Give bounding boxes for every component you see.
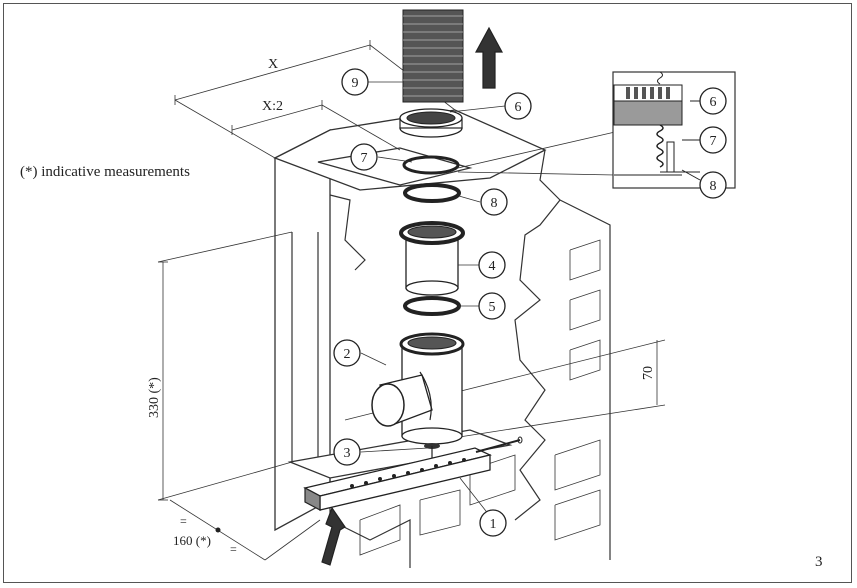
dimension-160-label: 160 (*) [173, 533, 211, 548]
svg-text:3: 3 [344, 446, 351, 461]
dimension-x-half [231, 100, 401, 151]
seal-ring-upper [403, 183, 461, 203]
svg-text:9: 9 [352, 76, 359, 91]
tee-fitting [371, 332, 465, 445]
seal-ring-lower [403, 296, 461, 316]
support-bracket [303, 436, 523, 511]
right-wall-face [559, 199, 611, 560]
callout-6: 6 [504, 92, 532, 120]
detail-callout-8: 8 [699, 171, 727, 199]
dimension-330 [157, 231, 293, 501]
dimension-x-label: X [268, 57, 278, 72]
dimension-330-label: 330 (*) [147, 377, 162, 418]
callout-9: 9 [341, 68, 369, 96]
detail-callout-6: 6 [699, 87, 727, 115]
flexible-flue-pipe [402, 9, 464, 103]
wall-cut-left [329, 194, 366, 271]
retaining-ring [402, 155, 460, 175]
diagram-frame [3, 3, 852, 583]
detail-callout-7: 7 [699, 126, 727, 154]
callout-2: 2 [333, 339, 361, 367]
arrow-up-icon [474, 26, 504, 89]
svg-text:2: 2 [344, 347, 351, 362]
dimension-equal-top: = [180, 514, 187, 528]
brick-pattern [359, 239, 601, 556]
dimension-70-label: 70 [641, 366, 656, 380]
svg-text:7: 7 [710, 134, 717, 149]
page-number: 3 [815, 554, 823, 570]
callout-3: 3 [333, 438, 361, 466]
wall-cut-right [514, 149, 561, 521]
pipe-collar [399, 108, 463, 138]
svg-text:8: 8 [491, 196, 498, 211]
svg-text:5: 5 [489, 300, 496, 315]
callout-1: 1 [479, 509, 507, 537]
adaptor-pipe [399, 221, 465, 296]
arrow-diagonal-icon [321, 506, 346, 566]
indicative-measurements-note: (*) indicative measurements [20, 164, 190, 180]
dimension-x-half-label: X:2 [262, 99, 283, 114]
svg-text:8: 8 [710, 179, 717, 194]
svg-text:4: 4 [489, 259, 496, 274]
dimension-equal-bottom: = [230, 542, 237, 556]
chimney-structure [273, 109, 611, 568]
callout-7: 7 [350, 143, 378, 171]
svg-text:7: 7 [361, 151, 368, 166]
callout-4: 4 [478, 251, 506, 279]
svg-text:6: 6 [710, 95, 717, 110]
dimension-160 [169, 499, 321, 561]
svg-text:6: 6 [515, 100, 522, 115]
svg-text:1: 1 [490, 517, 497, 532]
callout-8: 8 [480, 188, 508, 216]
callout-5: 5 [478, 292, 506, 320]
